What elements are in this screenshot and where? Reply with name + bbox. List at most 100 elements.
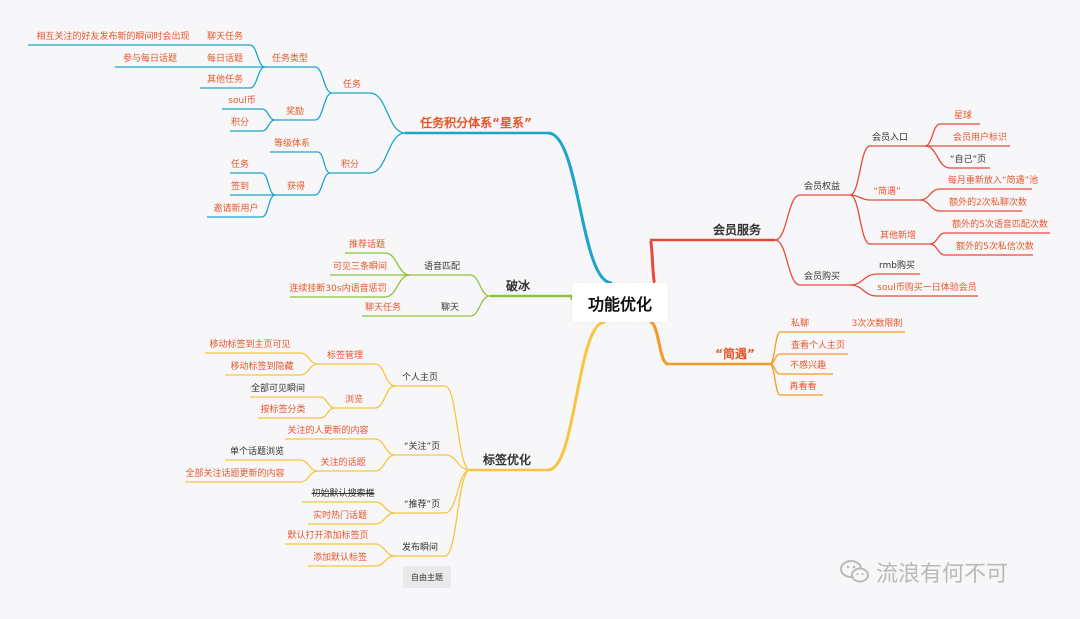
node-connector <box>374 363 396 387</box>
subtopic[interactable]: rmb购买 <box>878 261 916 271</box>
subtopic[interactable]: 会员入口 <box>871 133 909 143</box>
subtopic[interactable]: 每月重新放入“简遇”池 <box>947 176 1039 186</box>
node-connector <box>261 119 276 132</box>
subtopic[interactable]: 每日话题 <box>206 54 244 64</box>
subtopic[interactable]: 语音匹配 <box>423 262 461 272</box>
subtopic[interactable]: 移动标签到隐藏 <box>230 362 294 372</box>
subtopic[interactable]: 等级体系 <box>273 139 311 149</box>
subtopic[interactable]: 关注的话题 <box>320 458 366 468</box>
subtopic[interactable]: 邀请新用户 <box>213 204 259 214</box>
subtopic[interactable]: 签到 <box>230 182 250 192</box>
subtopic[interactable]: 再看看 <box>789 382 817 392</box>
subtopic[interactable]: 相互关注的好友发布新的瞬间时会出现 <box>36 32 190 42</box>
node-connector <box>924 145 951 169</box>
subtopic[interactable]: 推荐话题 <box>348 240 386 250</box>
node-connector <box>929 243 946 256</box>
subtopic[interactable]: 星球 <box>953 111 973 121</box>
subtopic[interactable]: 积分 <box>340 160 360 170</box>
subtopic[interactable]: “简遇” <box>873 187 901 197</box>
subtopic[interactable]: 会员用户标识 <box>952 133 1008 143</box>
subtopic[interactable]: soul币购买一日体验会员 <box>877 283 977 293</box>
subtopic[interactable]: 聊天 <box>440 303 460 313</box>
node-connector <box>249 66 266 89</box>
branch-topic[interactable]: 任务积分体系“星系” <box>420 116 532 130</box>
subtopic[interactable]: 额外的2次私聊次数 <box>949 198 1027 208</box>
subtopic[interactable]: 3次次数限制 <box>851 319 903 329</box>
branch-topic[interactable]: 破冰 <box>505 279 531 293</box>
subtopic[interactable]: 聊天任务 <box>364 303 402 313</box>
subtopic[interactable]: 任务 <box>230 160 250 170</box>
branch-topic[interactable]: “简遇” <box>715 347 755 361</box>
branch-topic[interactable]: 会员服务 <box>712 223 762 237</box>
node-connector <box>919 199 941 212</box>
subtopic[interactable]: 单个话题浏览 <box>229 447 285 457</box>
node-connector <box>374 454 396 472</box>
root-topic[interactable]: 功能优化 <box>572 283 668 322</box>
node-connector <box>314 66 333 94</box>
subtopic[interactable]: 额外的5次语音匹配次数 <box>952 220 1048 230</box>
node-connector <box>774 194 801 241</box>
subtopic[interactable]: 浏览 <box>344 395 364 405</box>
subtopic[interactable]: “自己”页 <box>949 155 987 165</box>
subtopic[interactable]: 初始默认搜索框 <box>311 489 375 499</box>
subtopic[interactable]: 全部可见瞬间 <box>250 384 306 394</box>
subtopic[interactable]: 可见三条瞬间 <box>332 262 388 272</box>
subtopic[interactable]: 奖励 <box>285 107 305 117</box>
node-connector <box>314 172 331 196</box>
node-connector <box>374 501 396 514</box>
subtopic[interactable]: 额外的5次私信次数 <box>956 242 1034 252</box>
node-connector <box>374 438 396 456</box>
subtopic[interactable]: 私聊 <box>790 319 810 329</box>
subtopic[interactable]: 发布瞬间 <box>401 543 439 553</box>
node-connector <box>319 407 336 419</box>
node-connector <box>444 469 471 557</box>
node-connector <box>444 385 471 471</box>
node-connector <box>299 470 319 483</box>
floating-topic[interactable]: 自由主题 <box>403 566 451 588</box>
subtopic[interactable]: 任务 <box>342 80 362 90</box>
node-connector <box>384 252 411 276</box>
subtopic[interactable]: 全部关注话题更新的内容 <box>185 469 285 479</box>
node-connector <box>384 274 411 298</box>
node-connector <box>317 151 331 174</box>
subtopic[interactable]: 其他新增 <box>879 231 917 241</box>
node-connector <box>299 363 319 376</box>
subtopic[interactable]: 默认打开添加标签页 <box>287 531 369 541</box>
node-connector <box>648 238 657 285</box>
node-connector <box>444 454 471 471</box>
subtopic[interactable]: 参与每日话题 <box>122 54 178 64</box>
subtopic[interactable]: 个人主页 <box>401 373 439 383</box>
subtopic[interactable]: 其他任务 <box>206 75 244 85</box>
subtopic[interactable]: 实时热门话题 <box>312 511 368 521</box>
node-connector <box>374 555 396 567</box>
subtopic[interactable]: 会员购买 <box>803 272 841 282</box>
subtopic[interactable]: 连续挂断30s内语音惩罚 <box>289 284 387 294</box>
node-connector <box>444 469 471 514</box>
subtopic[interactable]: 不感兴趣 <box>789 361 827 371</box>
subtopic[interactable]: “关注”页 <box>403 442 441 452</box>
subtopic[interactable]: soul币 <box>228 96 256 106</box>
subtopic[interactable]: 按标签分类 <box>260 405 306 415</box>
subtopic[interactable]: 添加默认标签 <box>312 553 368 563</box>
wechat-icon <box>840 560 869 583</box>
node-connector <box>374 543 396 557</box>
subtopic[interactable]: “推荐”页 <box>403 500 441 510</box>
node-connector <box>547 320 606 472</box>
watermark-text: 流浪有何不可 <box>876 562 1009 587</box>
node-connector <box>469 274 491 297</box>
node-connector <box>919 188 941 201</box>
subtopic[interactable]: 会员权益 <box>803 182 841 192</box>
subtopic[interactable]: 积分 <box>230 118 250 128</box>
subtopic[interactable]: 关注的人更新的内容 <box>287 426 369 436</box>
subtopic[interactable]: 移动标签到主页可见 <box>209 340 291 350</box>
subtopic[interactable]: 获得 <box>286 182 306 192</box>
node-connector <box>849 273 878 286</box>
subtopic[interactable]: 聊天任务 <box>206 32 244 42</box>
branch-topic[interactable]: 标签优化 <box>482 453 532 467</box>
subtopic[interactable]: 标签管理 <box>326 351 364 361</box>
node-connector <box>249 44 266 68</box>
subtopic[interactable]: 任务类型 <box>271 54 309 64</box>
node-connector <box>319 396 336 409</box>
subtopic[interactable]: 查看个人主页 <box>790 341 846 351</box>
